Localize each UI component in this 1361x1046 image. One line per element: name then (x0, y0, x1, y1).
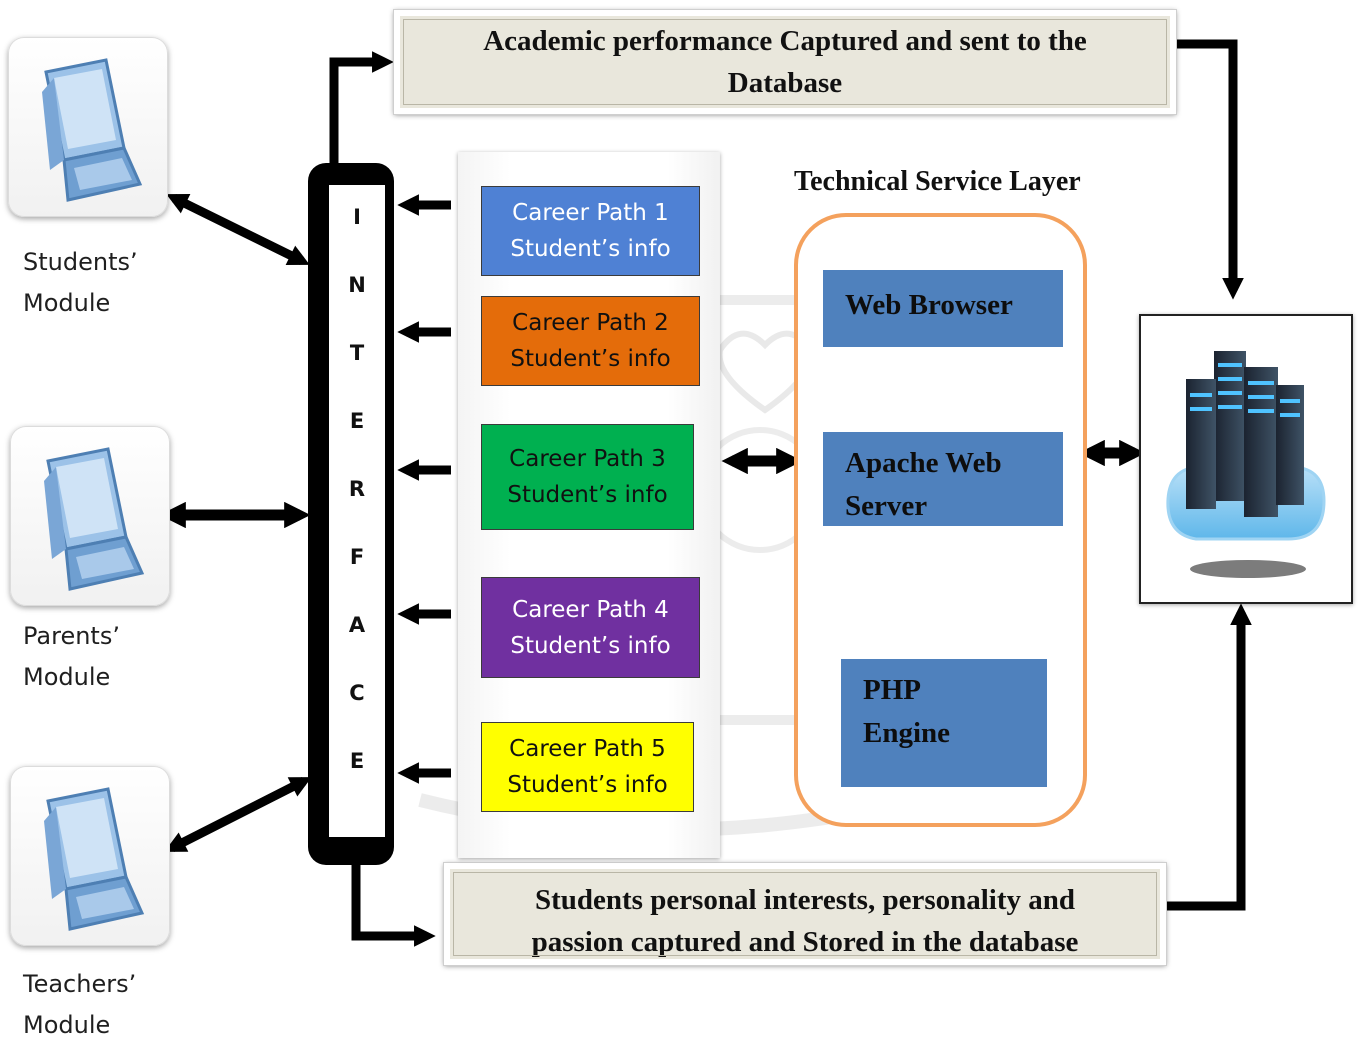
interface-letter: N (348, 273, 366, 297)
career-path-4[interactable]: Career Path 4 Student’s info (481, 577, 700, 678)
interface-letter: E (349, 749, 365, 773)
parents-module-label: Parents’Module (23, 622, 120, 691)
teachers-module-tile[interactable] (10, 766, 170, 946)
interests-banner-line1: Students personal interests, personality… (534, 884, 1076, 916)
academic-banner-line1: Academic performance Captured and sent t… (483, 25, 1087, 57)
career-path-subtitle: Student’s info (510, 346, 671, 372)
cloud-server-icon (1166, 351, 1326, 578)
web-browser-box[interactable]: Web Browser (823, 270, 1063, 347)
career-path-title: Career Path 4 (512, 596, 669, 623)
apache-web-server-box[interactable]: Apache Web Server (823, 432, 1063, 526)
career-path-title: Career Path 3 (509, 446, 666, 472)
students-module-label: Students’Module (23, 248, 138, 317)
interests-banner-line2: passion captured and Stored in the datab… (531, 926, 1079, 958)
career-path-subtitle: Student’s info (507, 482, 668, 508)
technical-layer-title: Technical Service Layer (794, 166, 1081, 197)
interface-letter: T (349, 341, 365, 365)
career-path-subtitle: Student’s info (507, 772, 668, 798)
career-path-title: Career Path 1 (512, 200, 669, 226)
career-path-1[interactable]: Career Path 1 Student’s info (481, 186, 700, 276)
personal-interests-banner: Students personal interests, personality… (443, 862, 1167, 966)
career-path-3[interactable]: Career Path 3 Student’s info (481, 424, 694, 530)
career-path-subtitle: Student’s info (510, 632, 671, 659)
interface-letter: I (353, 205, 361, 229)
career-path-5[interactable]: Career Path 5 Student’s info (481, 722, 694, 812)
interface-letter: F (349, 545, 365, 569)
interface-label-column: I N T E R F A C E (329, 185, 385, 837)
php-engine-box[interactable]: PHP Engine (841, 659, 1047, 787)
interface-letter: C (349, 681, 365, 705)
interface-letter: E (349, 409, 365, 433)
parents-module-tile[interactable] (10, 426, 170, 606)
career-path-2[interactable]: Career Path 2 Student’s info (481, 296, 700, 386)
academic-banner-line2: Database (727, 67, 843, 99)
tablet-laptop-icon (44, 447, 145, 591)
teachers-module-label: Teachers’Module (23, 970, 137, 1039)
career-path-title: Career Path 2 (512, 310, 669, 336)
interface-letter: R (348, 477, 366, 501)
tablet-laptop-icon (42, 58, 143, 202)
tablet-laptop-icon (44, 787, 145, 931)
students-module-tile[interactable] (8, 37, 168, 217)
interface-letter: A (348, 613, 366, 637)
database-box[interactable] (1139, 314, 1353, 604)
academic-performance-banner: Academic performance Captured and sent t… (393, 9, 1177, 115)
career-path-title: Career Path 5 (509, 736, 666, 762)
career-path-subtitle: Student’s info (510, 236, 671, 262)
